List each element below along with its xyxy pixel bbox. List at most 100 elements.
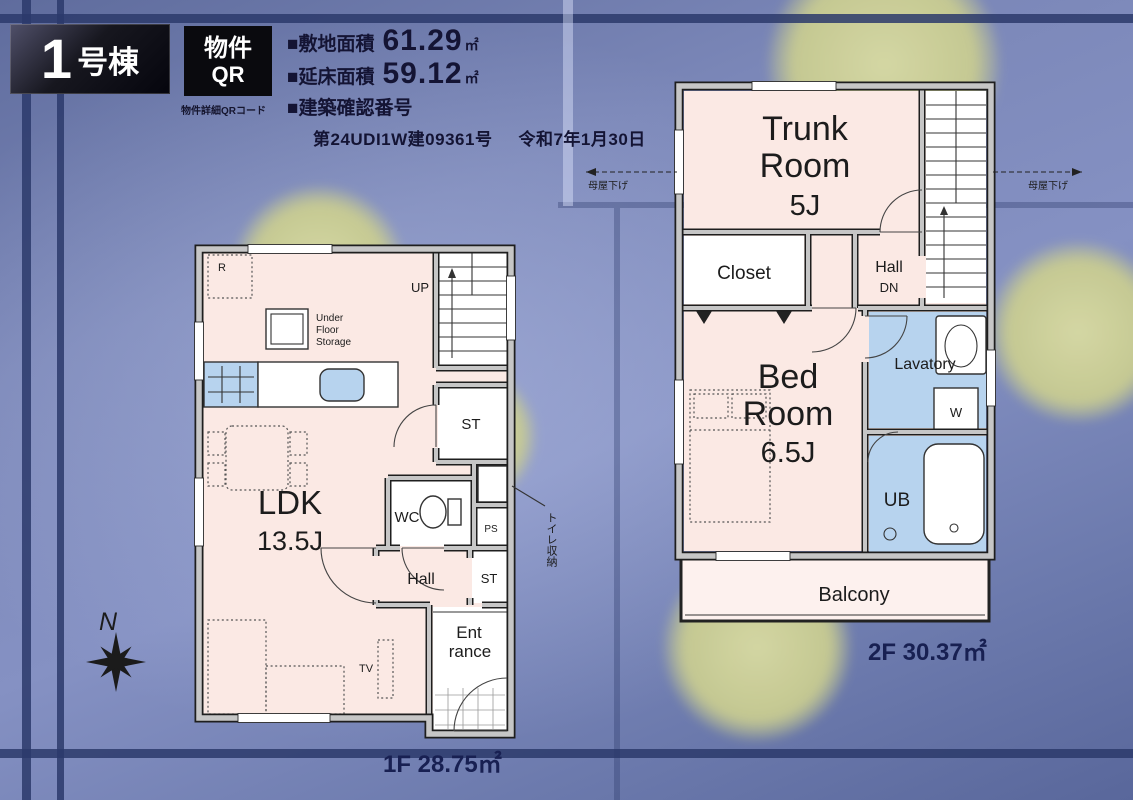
road-line <box>614 208 620 800</box>
compass-star-diagonal <box>100 646 132 678</box>
floor1-doors <box>320 404 508 732</box>
balcony-label: Balcony <box>818 584 889 606</box>
wc-fixtures <box>419 465 508 529</box>
stairs-down <box>926 91 986 298</box>
front-door-swing <box>453 677 508 732</box>
building-number: 1 <box>40 27 73 90</box>
under-floor-label-2: Floor <box>316 325 339 336</box>
floor-area-row: ■延床面積 59.12 ㎡ <box>287 57 646 90</box>
tv-board <box>377 639 394 699</box>
bedroom-label-1: Bed <box>758 358 819 396</box>
dining-table <box>225 425 289 491</box>
road-line <box>0 14 1133 23</box>
window <box>247 244 333 254</box>
confirmation-date: 令和7年1月30日 <box>518 130 646 149</box>
floor2-doors <box>811 189 923 463</box>
under-floor-label-3: Storage <box>316 337 351 348</box>
floor1-area-label: 1F 28.75㎡ <box>383 750 502 778</box>
balcony-structure <box>679 555 991 623</box>
stair-arrow-head <box>448 268 456 278</box>
eave-note-right: 母屋下げ <box>1028 180 1068 192</box>
pipe-space-label: PS <box>484 524 498 535</box>
bedroom-label-2: Room <box>743 395 834 433</box>
window <box>674 129 684 195</box>
ldk-size-label: 13.5J <box>257 526 323 556</box>
washer-label: W <box>950 405 963 420</box>
floor1-room-fills <box>203 253 507 731</box>
toilet-storage-cabinet <box>477 465 508 503</box>
road-line <box>563 0 573 206</box>
toilet-storage-note: トイレ収納 <box>545 512 558 568</box>
balcony-outline <box>679 555 991 623</box>
floor2-plan: W <box>586 81 1082 666</box>
floor2-area-label: 2F 30.37㎡ <box>868 638 987 666</box>
trunk-size-label: 5J <box>790 190 821 222</box>
shower-fixture <box>883 527 897 541</box>
floor-area-value: 59.12 <box>382 57 463 90</box>
stair-treads <box>926 91 986 288</box>
storage-door-swing <box>393 404 437 448</box>
road-line <box>0 749 1133 758</box>
hall-label: Hall <box>875 259 903 276</box>
dining-chair <box>289 462 308 487</box>
bath-door-swing <box>867 431 899 463</box>
bathtub-drain <box>949 523 959 533</box>
toilet-bowl <box>419 495 447 529</box>
window <box>194 321 204 381</box>
toilet-storage-leader <box>511 485 546 507</box>
dining-chair <box>289 431 308 456</box>
entrance-floor <box>433 611 507 729</box>
balcony-door <box>715 551 791 561</box>
wc-door-swing <box>401 547 445 591</box>
ldk-door-swing <box>320 547 377 604</box>
eave-arrow <box>1072 168 1082 176</box>
bedroom-door-swing <box>811 307 857 353</box>
under-floor-storage-inner <box>270 313 304 345</box>
stair-treads <box>438 253 507 352</box>
confirmation-label: ■建築確認番号 <box>287 98 413 119</box>
refrigerator-outline <box>207 254 253 299</box>
lavatory-fixtures: W <box>883 315 987 545</box>
window <box>751 81 837 91</box>
vanity-basin <box>944 324 978 368</box>
trunk-room-label-1: Trunk <box>762 110 849 148</box>
window <box>194 477 204 547</box>
tree-blob <box>988 242 1133 422</box>
dining-set <box>207 425 308 491</box>
closet-door-marks <box>696 311 792 324</box>
site-area-row: ■敷地面積 61.29 ㎡ <box>287 24 646 57</box>
dining-chair <box>207 462 226 487</box>
property-qr-badge: 物件 QR <box>184 26 272 96</box>
ldk-label: LDK <box>258 484 322 521</box>
confirmation-number: 第24UDI1W建09361号 <box>313 130 493 149</box>
closet-room <box>684 236 804 304</box>
road-line <box>22 0 31 800</box>
trunk-room-label-2: Room <box>760 147 851 185</box>
kitchen-sink <box>319 368 365 402</box>
toilet-tank <box>447 498 462 526</box>
under-floor-label-1: Under <box>316 313 344 324</box>
stair-arrow-head <box>940 206 948 215</box>
kitchen-fixtures: R Under Floor Storage <box>203 254 399 408</box>
entrance-tile-grid <box>435 688 505 729</box>
window <box>674 379 684 465</box>
site-area-value: 61.29 <box>382 24 463 57</box>
unit-bath-label: UB <box>884 490 910 511</box>
floor2-windows <box>674 81 996 561</box>
dining-chair <box>207 431 226 456</box>
closet-door-mark <box>776 311 792 324</box>
window <box>986 349 996 407</box>
closet-door-mark <box>696 311 712 324</box>
eave-arrow <box>586 168 596 176</box>
confirmation-detail: 第24UDI1W建09361号 令和7年1月30日 <box>313 125 646 150</box>
lavatory-label: Lavatory <box>894 356 955 373</box>
bathtub <box>923 443 985 545</box>
entrance-label-2: rance <box>449 642 492 661</box>
storage-upper-room <box>438 387 507 459</box>
storage-upper-label: ST <box>461 416 480 433</box>
closet-label: Closet <box>717 263 772 284</box>
stove-unit <box>203 361 259 408</box>
bed-furniture <box>689 389 771 523</box>
